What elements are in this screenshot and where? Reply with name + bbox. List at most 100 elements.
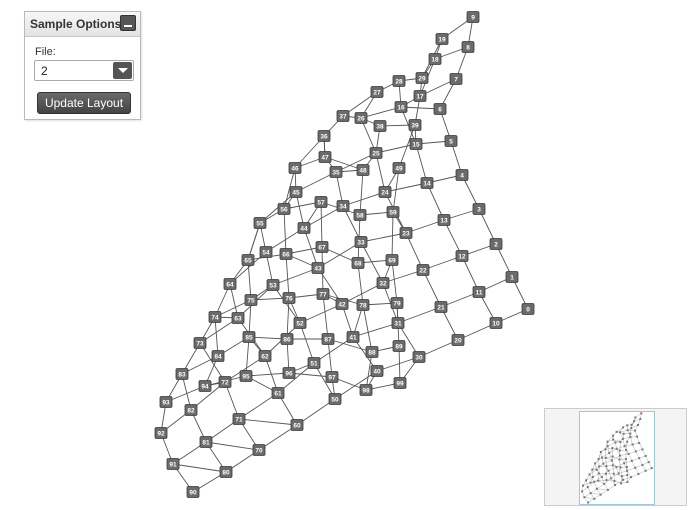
graph-node[interactable]: 82 xyxy=(184,404,198,416)
graph-node[interactable]: 97 xyxy=(325,371,339,383)
graph-node[interactable]: 34 xyxy=(336,200,350,212)
graph-node[interactable]: 0 xyxy=(521,303,535,315)
graph-node[interactable]: 66 xyxy=(279,248,293,260)
graph-node[interactable]: 16 xyxy=(394,101,408,113)
graph-node[interactable]: 83 xyxy=(175,368,189,380)
graph-node[interactable]: 54 xyxy=(259,246,273,258)
graph-node[interactable]: 17 xyxy=(413,90,427,102)
graph-node[interactable]: 80 xyxy=(219,466,233,478)
graph-node[interactable]: 35 xyxy=(329,166,343,178)
graph-node[interactable]: 89 xyxy=(392,340,406,352)
graph-node[interactable]: 4 xyxy=(455,169,469,181)
graph-node[interactable]: 95 xyxy=(239,370,253,382)
graph-node[interactable]: 71 xyxy=(232,413,246,425)
graph-node[interactable]: 49 xyxy=(392,162,406,174)
graph-node[interactable]: 84 xyxy=(211,350,225,362)
graph-node[interactable]: 48 xyxy=(356,164,370,176)
graph-node[interactable]: 55 xyxy=(253,217,267,229)
graph-node[interactable]: 62 xyxy=(258,350,272,362)
graph-node[interactable]: 38 xyxy=(373,120,387,132)
graph-node[interactable]: 65 xyxy=(241,254,255,266)
graph-node[interactable]: 75 xyxy=(244,294,258,306)
graph-node[interactable]: 32 xyxy=(376,277,390,289)
file-select[interactable]: 2 xyxy=(34,60,134,81)
graph-node[interactable]: 8 xyxy=(461,41,475,53)
graph-node[interactable]: 26 xyxy=(354,112,368,124)
graph-node[interactable]: 31 xyxy=(391,317,405,329)
graph-node[interactable]: 85 xyxy=(242,331,256,343)
graph-node[interactable]: 94 xyxy=(198,380,212,392)
graph-node[interactable]: 96 xyxy=(282,367,296,379)
graph-node[interactable]: 14 xyxy=(420,177,434,189)
graph-node[interactable]: 99 xyxy=(393,377,407,389)
graph-node[interactable]: 21 xyxy=(434,301,448,313)
graph-node[interactable]: 2 xyxy=(489,238,503,250)
graph-node[interactable]: 58 xyxy=(353,209,367,221)
graph-node[interactable]: 98 xyxy=(359,384,373,396)
overview-viewport[interactable] xyxy=(579,411,655,505)
graph-node[interactable]: 1 xyxy=(505,271,519,283)
graph-node[interactable]: 69 xyxy=(385,254,399,266)
graph-node[interactable]: 45 xyxy=(289,186,303,198)
graph-node[interactable]: 19 xyxy=(435,33,449,45)
graph-node[interactable]: 72 xyxy=(218,376,232,388)
graph-node[interactable]: 63 xyxy=(231,312,245,324)
graph-node[interactable]: 56 xyxy=(277,203,291,215)
graph-node[interactable]: 91 xyxy=(166,458,180,470)
collapse-button[interactable] xyxy=(120,15,136,31)
graph-node[interactable]: 6 xyxy=(433,103,447,115)
graph-node[interactable]: 86 xyxy=(280,333,294,345)
graph-node[interactable]: 46 xyxy=(288,162,302,174)
graph-node[interactable]: 81 xyxy=(199,436,213,448)
chevron-down-icon[interactable] xyxy=(113,62,132,79)
graph-node[interactable]: 93 xyxy=(159,396,173,408)
graph-node[interactable]: 78 xyxy=(356,299,370,311)
graph-node[interactable]: 27 xyxy=(370,86,384,98)
graph-node[interactable]: 53 xyxy=(266,279,280,291)
graph-node[interactable]: 13 xyxy=(437,214,451,226)
graph-node[interactable]: 9 xyxy=(466,11,480,23)
graph-node[interactable]: 50 xyxy=(328,393,342,405)
graph-node[interactable]: 15 xyxy=(409,138,423,150)
graph-node[interactable]: 12 xyxy=(455,250,469,262)
graph-node[interactable]: 47 xyxy=(318,151,332,163)
update-layout-button[interactable]: Update Layout xyxy=(37,92,131,114)
graph-node[interactable]: 10 xyxy=(489,317,503,329)
graph-node[interactable]: 59 xyxy=(386,206,400,218)
graph-node[interactable]: 44 xyxy=(297,222,311,234)
graph-node[interactable]: 5 xyxy=(444,135,458,147)
graph-node[interactable]: 77 xyxy=(316,288,330,300)
graph-node[interactable]: 79 xyxy=(390,297,404,309)
graph-node[interactable]: 52 xyxy=(293,317,307,329)
graph-node[interactable]: 23 xyxy=(399,227,413,239)
graph-node[interactable]: 60 xyxy=(290,419,304,431)
graph-node[interactable]: 64 xyxy=(223,278,237,290)
overview-minimap[interactable] xyxy=(544,408,687,506)
graph-node[interactable]: 28 xyxy=(392,75,406,87)
graph-node[interactable]: 25 xyxy=(369,147,383,159)
graph-node[interactable]: 29 xyxy=(415,72,429,84)
graph-node[interactable]: 88 xyxy=(365,346,379,358)
graph-node[interactable]: 11 xyxy=(472,286,486,298)
graph-node[interactable]: 36 xyxy=(317,130,331,142)
graph-node[interactable]: 42 xyxy=(335,298,349,310)
graph-node[interactable]: 68 xyxy=(351,257,365,269)
graph-node[interactable]: 74 xyxy=(208,311,222,323)
graph-node[interactable]: 90 xyxy=(186,486,200,498)
graph-node[interactable]: 3 xyxy=(472,203,486,215)
graph-node[interactable]: 30 xyxy=(412,351,426,363)
graph-node[interactable]: 18 xyxy=(428,53,442,65)
graph-node[interactable]: 7 xyxy=(449,73,463,85)
graph-node[interactable]: 61 xyxy=(271,387,285,399)
graph-node[interactable]: 92 xyxy=(154,427,168,439)
graph-node[interactable]: 41 xyxy=(346,331,360,343)
graph-node[interactable]: 76 xyxy=(282,292,296,304)
graph-node[interactable]: 20 xyxy=(451,334,465,346)
graph-node[interactable]: 57 xyxy=(314,196,328,208)
graph-node[interactable]: 70 xyxy=(252,444,266,456)
graph-node[interactable]: 67 xyxy=(315,241,329,253)
graph-node[interactable]: 39 xyxy=(408,119,422,131)
graph-node[interactable]: 22 xyxy=(416,264,430,276)
graph-node[interactable]: 33 xyxy=(354,236,368,248)
